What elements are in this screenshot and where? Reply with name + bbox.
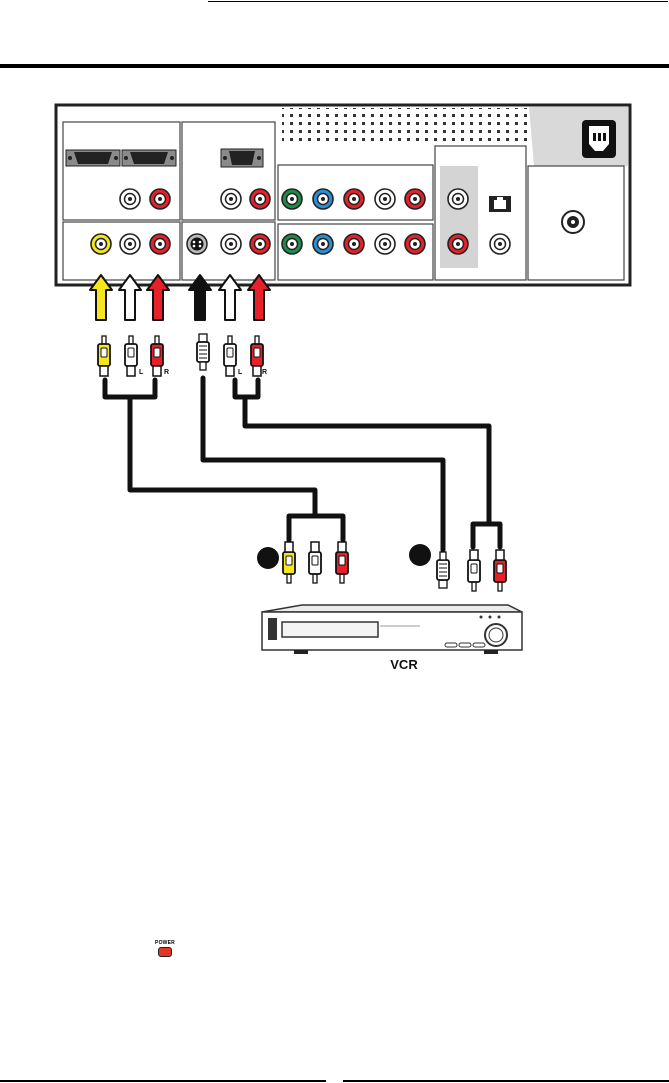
tv-back-panel [56, 105, 630, 285]
hdmi-port-2-icon [122, 150, 176, 166]
spdif-out-jack-icon [490, 234, 510, 254]
av-audio-r-jack-icon [150, 234, 170, 254]
svideo-plug-icon [197, 334, 209, 370]
svideo-jack-icon [187, 234, 207, 254]
power-button-icon [158, 947, 172, 957]
hdmi-audio-r-jack-icon [150, 189, 170, 209]
vent-grille [282, 108, 529, 142]
comp1-y-jack-icon [282, 189, 302, 209]
comp1-audio-l-jack-icon [375, 189, 395, 209]
av-audio-l-jack-icon [120, 234, 140, 254]
connection-diagram: L R L R VCR [0, 0, 669, 700]
audio-left-plug-icon [125, 336, 137, 376]
footer-rule-left [0, 1080, 326, 1082]
comp2-audio-l-jack-icon [375, 234, 395, 254]
vcr-label: VCR [390, 657, 418, 672]
comp1-pr-jack-icon [344, 189, 364, 209]
comp2-pb-jack-icon [313, 234, 333, 254]
antenna-jack-icon [562, 211, 584, 233]
vcr-audio-right-plug-icon-2 [494, 550, 506, 591]
svideo-audio-r-jack-icon [250, 234, 270, 254]
ac-power-socket-icon [582, 120, 616, 158]
footer-rule-right [343, 1080, 669, 1082]
step-marker-1 [257, 547, 279, 569]
lan-port-icon [489, 196, 511, 212]
vcr-panel-edge [268, 618, 277, 640]
vcr-audio-right-plug-icon [336, 542, 348, 583]
svideo-audio-l-jack-icon [221, 234, 241, 254]
video-plug-icon [98, 336, 110, 376]
left-audio-label: L [139, 369, 144, 376]
comp1-audio-r-jack-icon [405, 189, 425, 209]
pc-audio-l-jack-icon [221, 189, 241, 209]
cables [105, 378, 500, 550]
vga-port-icon [221, 149, 263, 167]
comp2-y-jack-icon [282, 234, 302, 254]
left-audio-label-2: L [238, 369, 243, 376]
tape-slot-icon [282, 622, 378, 637]
power-button-illustration: POWER [150, 940, 180, 957]
right-audio-label-2: R [262, 369, 267, 376]
hdmi-port-1-icon [66, 150, 120, 166]
power-label: POWER [150, 940, 180, 946]
right-audio-label: R [164, 369, 169, 376]
vcr-audio-left-plug-icon-2 [468, 550, 480, 591]
vcr-device [262, 605, 522, 654]
audio-right-plug-icon [151, 336, 163, 376]
pc-audio-r-jack-icon [250, 189, 270, 209]
comp1-pb-jack-icon [313, 189, 333, 209]
av-video-jack-icon [91, 234, 111, 254]
step-marker-2 [409, 544, 431, 566]
vcr-audio-left-plug-icon [309, 542, 321, 583]
audio-out-l-jack-icon [448, 189, 468, 209]
vcr-svideo-plug-icon [437, 552, 449, 588]
vcr-video-plug-icon [283, 542, 295, 583]
audio-left-plug-icon-2 [224, 336, 236, 376]
comp2-pr-jack-icon [344, 234, 364, 254]
hdmi-audio-l-jack-icon [120, 189, 140, 209]
audio-out-r-jack-icon [448, 234, 468, 254]
comp2-audio-r-jack-icon [405, 234, 425, 254]
